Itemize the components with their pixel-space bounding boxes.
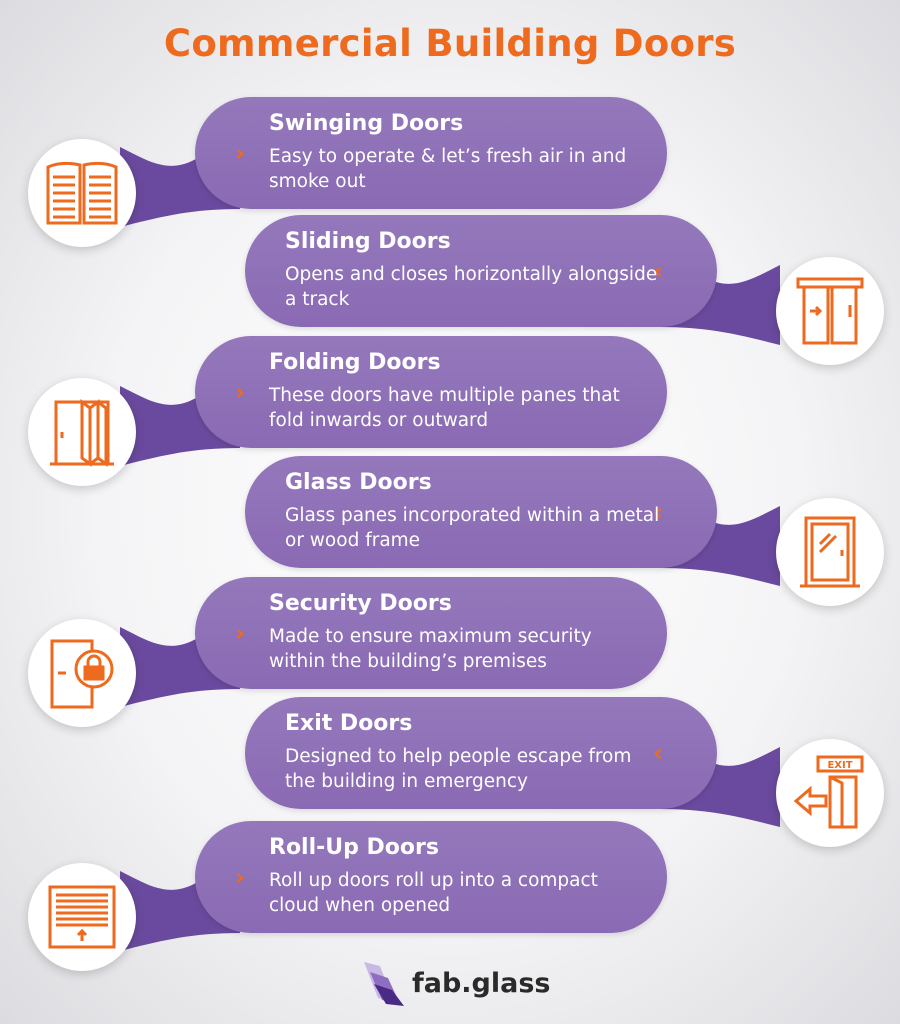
- door-heading: Exit Doors: [285, 711, 413, 736]
- chevron-right-icon: ›: [235, 378, 245, 406]
- door-card-swinging: › Swinging Doors Easy to operate & let’s…: [0, 97, 900, 247]
- swinging-door-icon: [46, 161, 118, 225]
- chevron-left-icon: ‹: [653, 257, 663, 285]
- icon-circle: EXIT: [776, 739, 884, 847]
- page-title: Commercial Building Doors: [163, 22, 737, 65]
- chevron-left-icon: ‹: [653, 498, 663, 526]
- door-heading: Glass Doors: [285, 470, 432, 495]
- door-card-folding: › Folding Doors These doors have multipl…: [0, 336, 900, 486]
- door-card-sliding: ‹ Sliding Doors Opens and closes horizon…: [0, 215, 900, 365]
- brand-name: fab.glass: [412, 968, 551, 999]
- door-description: Made to ensure maximum security within t…: [269, 626, 592, 672]
- door-card-pill: › Swinging Doors Easy to operate & let’s…: [195, 97, 667, 209]
- door-description: These doors have multiple panes that fol…: [269, 385, 620, 431]
- exit-sign-text: EXIT: [827, 760, 852, 771]
- glass-door-icon: [800, 516, 860, 588]
- icon-circle: [28, 378, 136, 486]
- folding-door-icon: [50, 399, 114, 467]
- chevron-left-icon: ‹: [653, 739, 663, 767]
- brand-logo: fab.glass: [360, 958, 560, 1008]
- door-heading: Sliding Doors: [285, 229, 451, 254]
- connector-tail: [120, 356, 240, 466]
- icon-circle: [776, 257, 884, 365]
- fab-glass-logo-icon: [364, 962, 404, 1006]
- exit-door-icon: EXIT: [793, 755, 864, 829]
- door-card-exit: ‹ Exit Doors Designed to help people esc…: [0, 697, 900, 847]
- door-card-pill: › Security Doors Made to ensure maximum …: [195, 577, 667, 689]
- door-card-security: › Security Doors Made to ensure maximum …: [0, 577, 900, 727]
- chevron-right-icon: ›: [235, 139, 245, 167]
- door-description: Opens and closes horizontally alongside …: [285, 264, 658, 310]
- connector-tail: [120, 841, 240, 951]
- door-description: Roll up doors roll up into a compact clo…: [269, 870, 598, 916]
- connector-tail: [120, 597, 240, 707]
- chevron-right-icon: ›: [235, 863, 245, 891]
- door-heading: Security Doors: [269, 591, 452, 616]
- door-card-pill: › Folding Doors These doors have multipl…: [195, 336, 667, 448]
- door-description: Designed to help people escape from the …: [285, 746, 632, 792]
- door-description: Glass panes incorporated within a metal …: [285, 505, 660, 551]
- chevron-right-icon: ›: [235, 619, 245, 647]
- roll-up-door-icon: [48, 885, 116, 949]
- door-heading: Folding Doors: [269, 350, 441, 375]
- door-card-rollup: › Roll-Up Doors Roll up doors roll up in…: [0, 821, 900, 971]
- icon-circle: [28, 863, 136, 971]
- connector-tail: [120, 117, 240, 227]
- sliding-door-icon: [796, 277, 864, 345]
- icon-circle: [28, 619, 136, 727]
- door-card-glass: ‹ Glass Doors Glass panes incorporated w…: [0, 456, 900, 606]
- door-card-pill: ‹ Glass Doors Glass panes incorporated w…: [245, 456, 717, 568]
- security-door-icon: [50, 639, 114, 709]
- door-heading: Swinging Doors: [269, 111, 464, 136]
- door-description: Easy to operate & let’s fresh air in and…: [269, 146, 627, 192]
- door-card-pill: › Roll-Up Doors Roll up doors roll up in…: [195, 821, 667, 933]
- icon-circle: [28, 139, 136, 247]
- door-card-pill: ‹ Exit Doors Designed to help people esc…: [245, 697, 717, 809]
- door-card-pill: ‹ Sliding Doors Opens and closes horizon…: [245, 215, 717, 327]
- door-heading: Roll-Up Doors: [269, 835, 439, 860]
- icon-circle: [776, 498, 884, 606]
